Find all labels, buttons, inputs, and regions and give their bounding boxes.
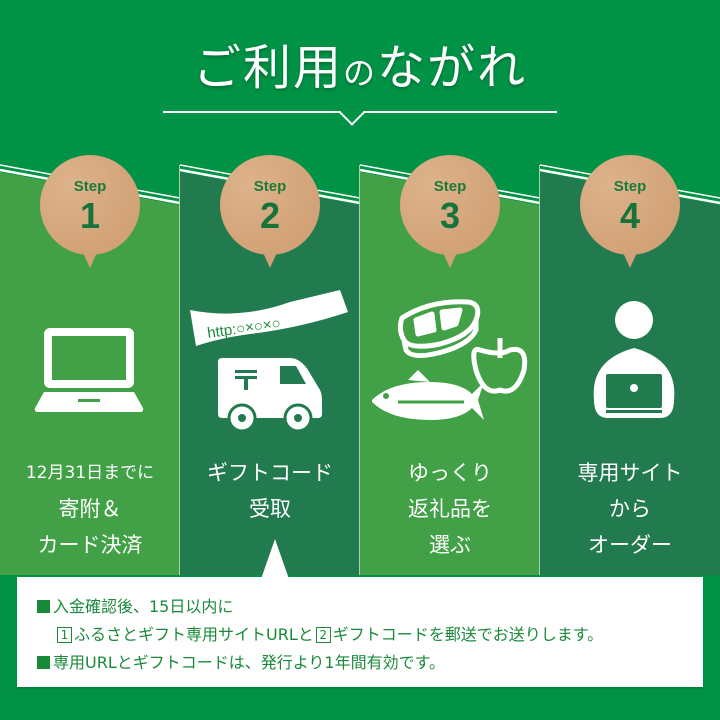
step-1-column: Step 1 12月31日までに 寄附＆ カード決済 <box>0 0 180 575</box>
label-line: ギフトコード <box>207 461 333 485</box>
notice-text: 専用URLとギフトコードは、発行より1年間有効です。 <box>53 653 446 672</box>
title-part2: ながれ <box>377 40 528 96</box>
step-label: Step <box>433 178 467 195</box>
notice-text: ふるさとギフト専用サイトURLと <box>74 625 314 644</box>
step-label-text: 12月31日までに 寄附＆ カード決済 <box>0 455 180 563</box>
label-line: から <box>609 497 651 521</box>
notice-line-1: 入金確認後、15日以内に <box>37 593 233 617</box>
person-laptop-icon <box>593 301 675 418</box>
label-line: ゆっくり <box>408 461 492 485</box>
label-line: 返礼品を <box>408 497 492 521</box>
notice-line-3: 専用URLとギフトコードは、発行より1年間有効です。 <box>37 649 445 673</box>
step-badge: Step 3 <box>400 155 500 255</box>
label-line: 受取 <box>249 497 291 521</box>
step-label-text: ギフトコード 受取 <box>180 455 360 527</box>
step-3-column: Step 3 ゆっくり 返礼品を 選ぶ <box>360 0 540 575</box>
boxed-number-2: 2 <box>315 627 331 643</box>
food-gifts-icon <box>372 299 528 420</box>
label-line: 専用サイト <box>577 461 683 485</box>
notice-pointer <box>261 539 289 579</box>
label-line: 選ぶ <box>429 533 471 557</box>
mail-truck-icon: http:○×○×○ <box>190 290 348 433</box>
label-line: カード決済 <box>37 533 143 557</box>
step-badge: Step 2 <box>220 155 320 255</box>
step-number: 3 <box>439 195 461 236</box>
title-no: の <box>342 54 377 92</box>
label-line: オーダー <box>588 533 672 557</box>
label-line: 12月31日までに <box>25 463 155 483</box>
step-number: 4 <box>619 195 641 236</box>
page-title: ご利用のながれ <box>0 28 720 98</box>
square-bullet-icon <box>37 656 50 669</box>
step-4-column: Step 4 専用サイト から オーダー <box>540 0 720 575</box>
step-label: Step <box>613 178 647 195</box>
step-badge: Step 4 <box>580 155 680 255</box>
step-label: Step <box>253 178 287 195</box>
fish-icon <box>372 370 484 420</box>
step-label-text: ゆっくり 返礼品を 選ぶ <box>360 455 540 563</box>
title-part1: ご利用 <box>192 40 343 96</box>
step-number: 2 <box>259 195 281 236</box>
square-bullet-icon <box>37 600 50 613</box>
step-badge: Step 1 <box>40 155 140 255</box>
notice-text: 入金確認後、15日以内に <box>53 597 234 616</box>
notice-text: ギフトコードを郵送でお送りします。 <box>332 625 604 644</box>
laptop-icon <box>34 328 144 412</box>
column-separator <box>359 165 360 575</box>
step-number: 1 <box>79 195 101 236</box>
steak-icon <box>397 299 481 358</box>
column-separator <box>539 165 540 575</box>
column-separator <box>179 165 180 575</box>
step-label-text: 専用サイト から オーダー <box>540 455 720 563</box>
boxed-number-1: 1 <box>57 627 72 643</box>
label-line: 寄附＆ <box>58 497 122 521</box>
step-label: Step <box>73 178 107 195</box>
apple-icon <box>471 338 528 394</box>
step-2-column: Step 2 http:○×○×○ ギフトコード 受取 <box>180 0 360 575</box>
